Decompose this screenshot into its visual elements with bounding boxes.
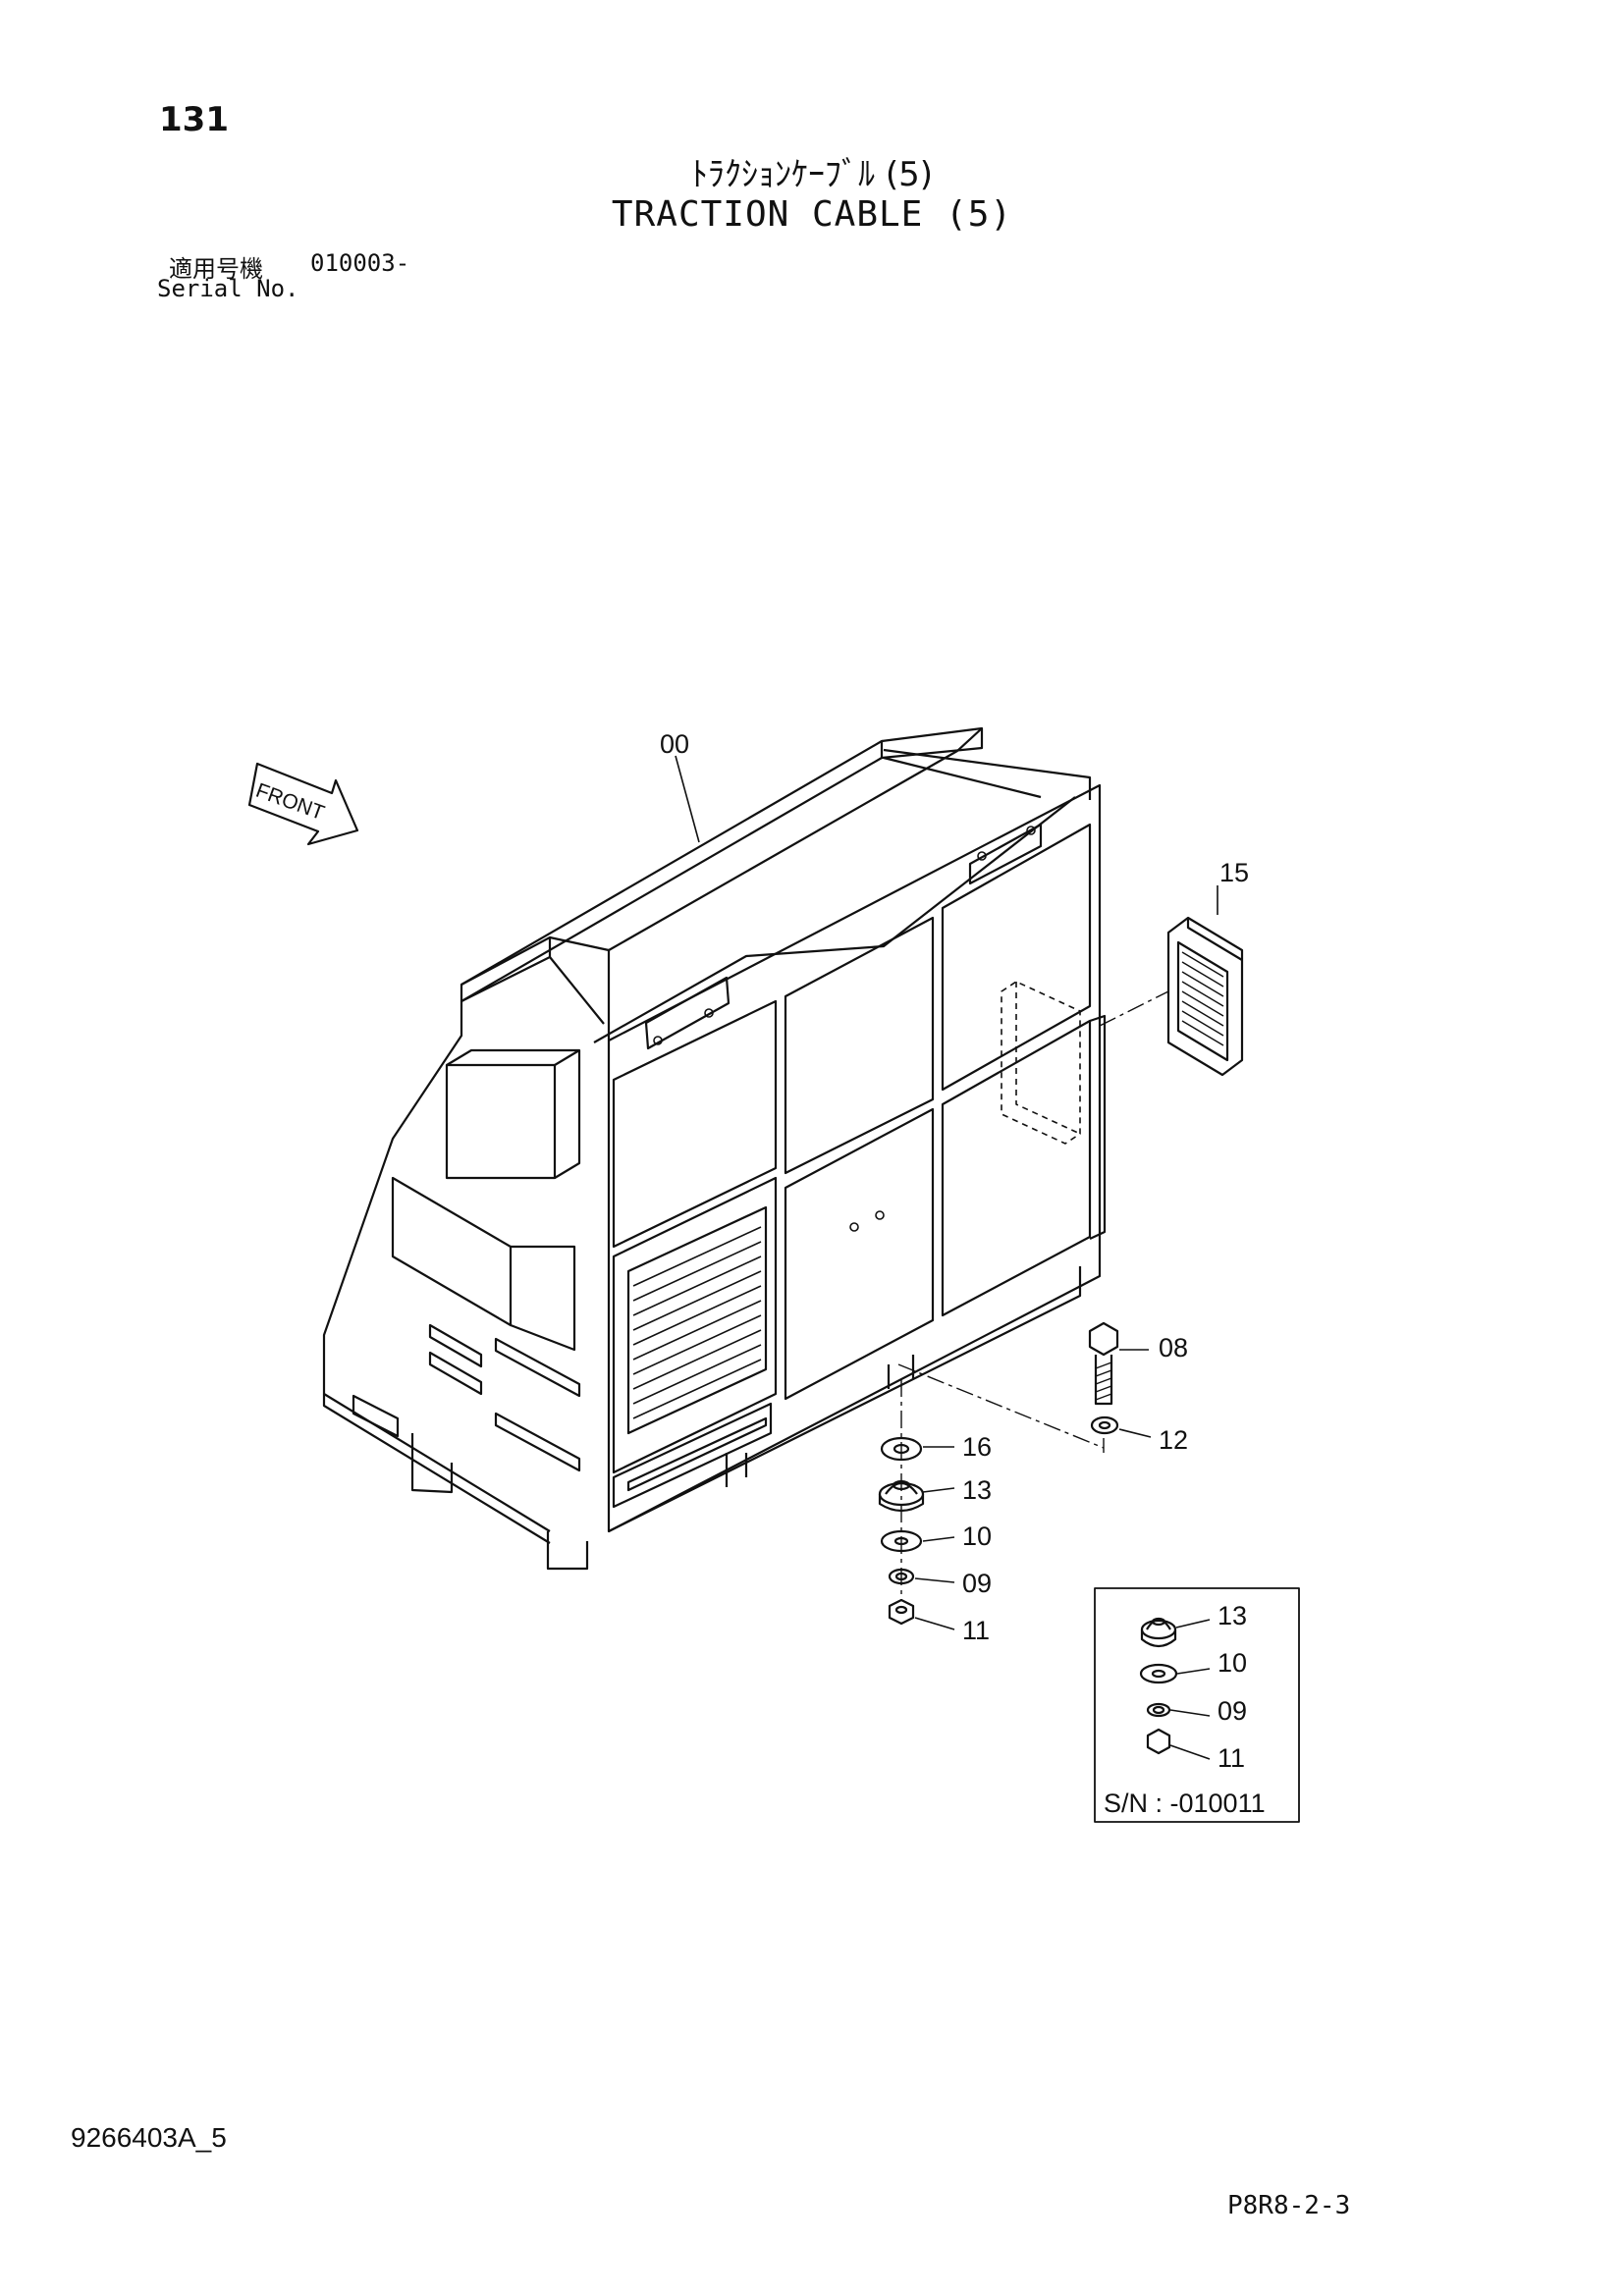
callout-11: 11 xyxy=(962,1616,990,1645)
serial-label-en: Serial No. xyxy=(157,275,299,302)
front-arrow-icon xyxy=(247,762,359,846)
sheet-code: P8R8-2-3 xyxy=(1227,2191,1351,2220)
cabinet-front-panels xyxy=(607,783,1107,1533)
washer-small-part xyxy=(1090,1415,1119,1435)
leader-lines xyxy=(675,755,1218,1630)
callout-09: 09 xyxy=(962,1569,992,1598)
inset-callout-11: 11 xyxy=(1218,1743,1245,1773)
callout-00: 00 xyxy=(660,729,689,759)
callout-08: 08 xyxy=(1159,1333,1188,1362)
inset-callout-09: 09 xyxy=(1218,1696,1247,1726)
callout-12: 12 xyxy=(1159,1425,1188,1455)
inset-serial-note: S/N : -010011 xyxy=(1104,1789,1266,1818)
page-title-jp: ﾄﾗｸｼｮﾝｹｰﾌﾞﾙ (5) xyxy=(691,155,933,194)
inset-box xyxy=(1094,1587,1300,1823)
filter-part xyxy=(1166,916,1244,1077)
filter-hidden-outline xyxy=(1001,981,1081,1145)
inset-callout-10: 10 xyxy=(1218,1648,1247,1678)
nut-part xyxy=(888,1598,915,1626)
inset-callout-13: 13 xyxy=(1218,1601,1247,1630)
serial-label-jp: 適用号機 xyxy=(169,255,263,283)
cabinet-left-side xyxy=(322,1001,589,1571)
panel-holes xyxy=(653,826,1036,1232)
document-code: 9266403A_5 xyxy=(71,2122,227,2153)
cabinet-louvre xyxy=(632,1226,762,1419)
bolt-part xyxy=(1088,1321,1119,1406)
page-number: 131 xyxy=(159,100,229,139)
callout-16: 16 xyxy=(962,1432,992,1462)
callout-10: 10 xyxy=(962,1522,992,1551)
callout-13: 13 xyxy=(962,1475,992,1505)
callout-15: 15 xyxy=(1219,858,1249,887)
page-title-en: TRACTION CABLE (5) xyxy=(611,194,1013,235)
assembly-lines xyxy=(897,990,1169,1600)
serial-value: 010003- xyxy=(310,249,410,277)
cabinet-top-frame xyxy=(460,726,1092,1050)
